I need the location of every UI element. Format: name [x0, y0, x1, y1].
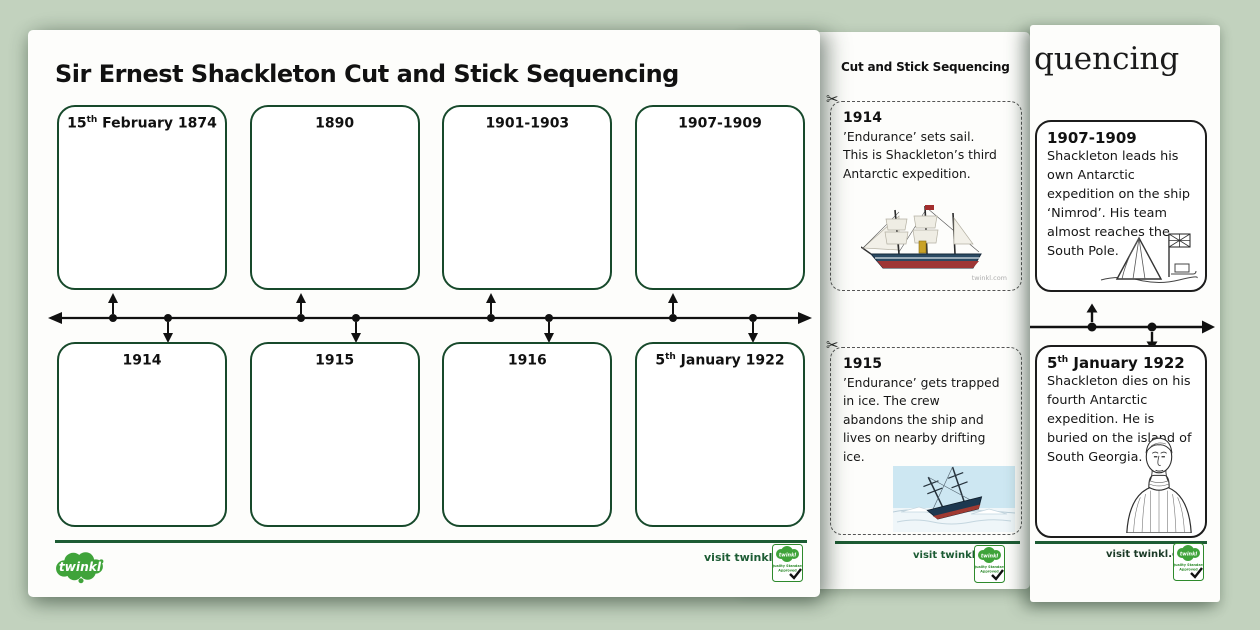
box-label: 1916 [507, 352, 547, 369]
svg-text:Approved: Approved [980, 570, 999, 574]
svg-text:Approved: Approved [1179, 568, 1198, 572]
box-label: 1901-1903 [485, 115, 570, 132]
svg-text:twinkl: twinkl [1180, 552, 1198, 558]
box-label: 1915 [315, 352, 355, 369]
ship-in-ice-illustration [893, 466, 1015, 532]
svg-text:Quality Standard: Quality Standard [1173, 563, 1204, 567]
timeline-arrow-zoomed [1030, 303, 1215, 351]
footer-rule [835, 541, 1020, 544]
visit-twinkl-text: visit twinkl.com [913, 550, 1003, 561]
zoom-page-title-fragment: quencing [1034, 41, 1180, 77]
page-worksheet: Sir Ernest Shackleton Cut and Stick Sequ… [28, 30, 820, 597]
svg-text:twinkl: twinkl [59, 560, 102, 574]
card-heading: 1915 [843, 356, 882, 372]
worksheet-title: Sir Ernest Shackleton Cut and Stick Sequ… [55, 60, 679, 88]
svg-text:twinkl: twinkl [981, 554, 999, 560]
tent-and-flag-illustration [1100, 233, 1198, 283]
card-heading: 1907-1909 [1047, 129, 1137, 147]
sequence-box-1890: 1890 [249, 105, 420, 290]
page-zoomed-preview: quencing 1907-1909 Shackleton leads his … [1030, 25, 1220, 602]
sequence-box-1874: 15th February 1874 [57, 105, 227, 290]
sequence-box-1914: 1914 [57, 342, 227, 527]
card-text: ’Endurance’ sets sail. This is Shackleto… [843, 130, 997, 181]
card-heading: 1914 [843, 110, 882, 126]
svg-text:Quality Standard: Quality Standard [772, 564, 803, 568]
visit-twinkl-text: visit twinkl.com [1106, 549, 1196, 560]
card-1907-1909: 1907-1909 Shackleton leads his own Antar… [1035, 120, 1207, 292]
scissors-icon: ✂ [826, 90, 839, 108]
quality-badge: twinkl Quality Standard Approved [772, 544, 803, 582]
box-label: 1890 [315, 115, 355, 132]
cards-page-title: Cut and Stick Sequencing [841, 60, 1010, 74]
cut-card-1914: ✂ 1914 ’Endurance’ sets sail. This is Sh… [826, 90, 1022, 291]
sequence-box-1907-1909: 1907-1909 [634, 105, 805, 290]
svg-text:twinkl: twinkl [779, 553, 797, 559]
watermark: twinkl.com [971, 274, 1007, 282]
sequence-boxes-bottom-row: 1914 1915 1916 5th January 1922 [57, 342, 805, 527]
box-label: 5th January 1922 [655, 352, 785, 369]
twinkl-logo: twinkl [56, 552, 104, 584]
footer-rule [55, 540, 807, 543]
box-label: 15th February 1874 [67, 115, 217, 132]
timeline-arrow [48, 293, 812, 343]
endurance-ship-illustration [861, 205, 982, 269]
footer-rule [1035, 541, 1207, 544]
box-label: 1907-1909 [678, 115, 762, 132]
svg-text:Quality Standard: Quality Standard [974, 565, 1005, 569]
sequence-box-1922: 5th January 1922 [634, 342, 805, 527]
card-heading: 5th January 1922 [1047, 354, 1185, 372]
card-text: Shackleton leads his own Antarctic exped… [1047, 149, 1191, 259]
sequence-box-1916: 1916 [442, 342, 613, 527]
svg-text:Approved: Approved [778, 569, 797, 573]
quality-badge: twinkl Quality Standard Approved [1173, 543, 1204, 581]
scissors-icon: ✂ [826, 336, 839, 354]
card-5-january-1922: 5th January 1922 Shackleton dies on his … [1035, 345, 1207, 538]
card-text: ’Endurance’ gets trapped in ice. The cre… [843, 376, 1000, 464]
shackleton-portrait-illustration [1126, 437, 1192, 533]
cut-card-1915: ✂ 1915 ’Endurance’ gets trapped in ice. … [826, 336, 1022, 535]
sequence-box-1915: 1915 [249, 342, 420, 527]
sequence-boxes-top-row: 15th February 1874 1890 1901-1903 1907-1… [57, 105, 805, 290]
sequence-box-1901-1903: 1901-1903 [442, 105, 613, 290]
box-label: 1914 [122, 352, 162, 369]
quality-badge: twinkl Quality Standard Approved [974, 545, 1005, 583]
